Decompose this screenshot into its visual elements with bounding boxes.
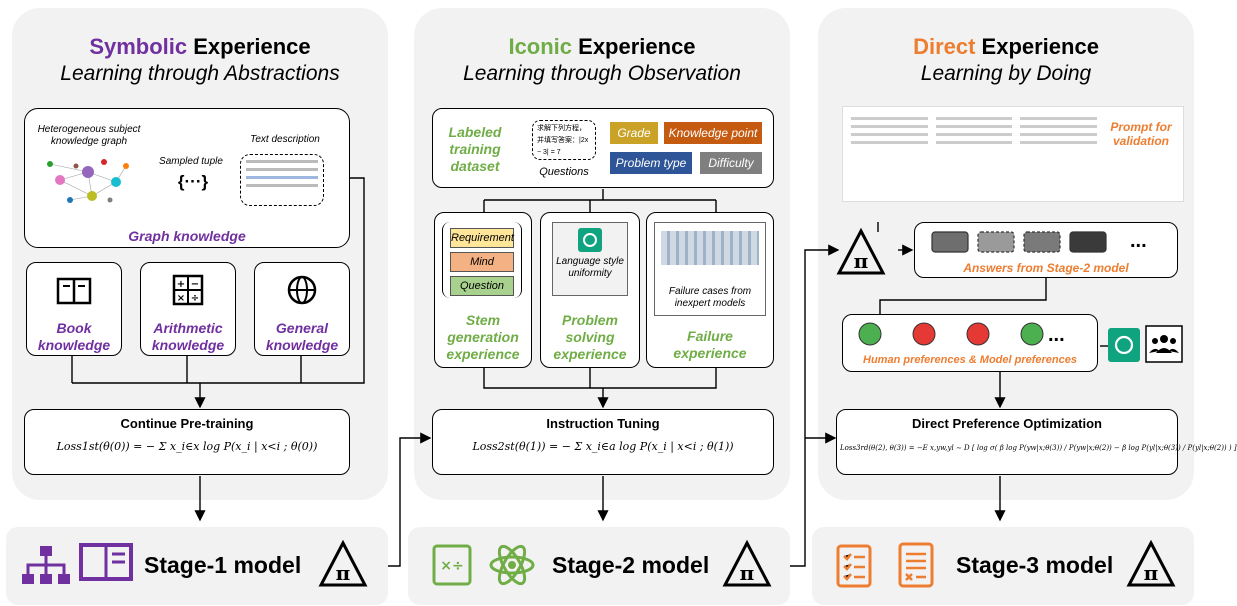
svg-text:π: π xyxy=(854,249,869,273)
labeled-dataset-box xyxy=(432,108,774,188)
direct-title-colored: Direct xyxy=(913,34,976,59)
graph-knowledge-caption: Graph knowledge xyxy=(128,228,246,244)
book-icon xyxy=(56,277,92,305)
labeled-dataset-label: Labeled training dataset xyxy=(448,124,502,174)
atom-icon xyxy=(489,544,535,586)
continue-pretraining-title: Continue Pre-training xyxy=(120,416,254,431)
answer-bubbles-icon xyxy=(931,231,1107,253)
checklist-icon xyxy=(836,544,872,588)
chatgpt-icon xyxy=(578,228,602,252)
stack-mind: Mind xyxy=(450,252,514,272)
dpo-formula: Loss3rd(θ(2), θ(3)) = −E x,yw,yl ∼ D [ l… xyxy=(840,444,1237,452)
svg-text:π: π xyxy=(1144,561,1159,585)
svg-text:π: π xyxy=(740,561,755,585)
direct-title-rest: Experience xyxy=(975,34,1099,59)
failure-cases-text: Failure cases from inexpert models xyxy=(668,286,752,309)
stage1-label: Stage-1 model xyxy=(144,552,302,578)
hetero-graph-label: Heterogeneous subject knowledge graph xyxy=(37,124,141,147)
sampled-tuple-label: Sampled tuple xyxy=(159,156,223,167)
questions-label: Questions xyxy=(539,166,589,178)
chatgpt-icon xyxy=(1108,328,1140,362)
book-knowledge-label: Book knowledge xyxy=(37,320,111,353)
language-style-text: Language style uniformity xyxy=(556,256,624,279)
symbolic-title: Symbolic Experience xyxy=(12,34,388,60)
text-description-label: Text description xyxy=(250,134,320,145)
stack-requirement: Requirement xyxy=(450,228,514,248)
tag-difficulty: Difficulty xyxy=(700,152,762,174)
prompt-document xyxy=(842,106,1184,202)
globe-icon xyxy=(287,275,317,305)
answers-ellipsis: ... xyxy=(1130,230,1147,252)
chatgpt-card-bg xyxy=(552,222,628,296)
answers-label: Answers from Stage-2 model xyxy=(963,261,1129,275)
symbolic-subtitle: Learning through Abstractions xyxy=(60,62,340,85)
svg-text:−: − xyxy=(191,279,199,290)
math-board-icon: ×÷ xyxy=(432,544,472,586)
knowledge-graph-icon xyxy=(47,159,129,203)
pi-logo-icon: π xyxy=(722,539,772,587)
dpo-box xyxy=(836,409,1178,475)
direct-title: Direct Experience xyxy=(818,34,1194,60)
symbolic-title-rest: Experience xyxy=(187,34,311,59)
tuple-braces: {···} xyxy=(177,172,209,191)
instruction-tuning-title: Instruction Tuning xyxy=(546,416,660,431)
failure-cases-figure xyxy=(654,222,766,316)
preference-faces-icon xyxy=(858,322,1044,346)
tag-problem-type: Problem type xyxy=(610,152,692,174)
general-knowledge-label: General knowledge xyxy=(265,320,339,353)
pi-logo-icon: π xyxy=(836,227,886,275)
stack-question: Question xyxy=(450,276,514,296)
direct-subtitle: Learning by Doing xyxy=(920,62,1092,85)
iconic-subtitle: Learning through Observation xyxy=(463,62,741,85)
tag-grade: Grade xyxy=(610,122,658,144)
prompt-validation-label: Prompt for validation xyxy=(1110,120,1172,148)
stage2-label: Stage-2 model xyxy=(552,552,710,578)
failure-experience-label: Failure experience xyxy=(673,328,747,361)
calculator-icon: + − × ÷ xyxy=(172,274,204,306)
instruction-formula: Loss2st(θ(1)) = − Σ x_i∈a log P(x_i | x<… xyxy=(472,440,734,453)
symbolic-title-colored: Symbolic xyxy=(89,34,188,59)
arithmetic-knowledge-label: Arithmetic knowledge xyxy=(151,320,225,353)
people-icon xyxy=(1145,325,1183,363)
svg-text:+: + xyxy=(177,279,185,290)
hierarchy-icon xyxy=(22,546,70,584)
iconic-title: Iconic Experience xyxy=(414,34,790,60)
problem-solving-label: Problem solving experience xyxy=(553,312,627,362)
text-description-bubble xyxy=(240,154,324,206)
pretraining-formula: Loss1st(θ(0)) = − Σ x_i∈x log P(x_i | x<… xyxy=(56,440,318,453)
iconic-title-colored: Iconic xyxy=(508,34,573,59)
purple-book-icon xyxy=(79,543,133,581)
dpo-title: Direct Preference Optimization xyxy=(912,416,1102,431)
preferences-box xyxy=(842,314,1098,372)
svg-text:÷: ÷ xyxy=(191,293,199,304)
stem-generation-label: Stem generation experience xyxy=(446,312,520,362)
stage3-label: Stage-3 model xyxy=(956,552,1114,578)
svg-text:π: π xyxy=(336,561,351,585)
tag-knowledge-point: Knowledge point xyxy=(664,122,762,144)
question-bubble: 求解下列方程，并填写答案：|2x − 3| = 7 xyxy=(532,120,596,160)
iconic-title-rest: Experience xyxy=(572,34,696,59)
instruction-tuning-box xyxy=(432,409,774,475)
stage1-box xyxy=(6,527,388,605)
svg-text:×÷: ×÷ xyxy=(440,558,463,574)
preferences-label: Human preferences & Model preferences xyxy=(863,354,1077,366)
preferences-ellipsis: ... xyxy=(1048,324,1065,346)
book-knowledge-card xyxy=(26,262,122,356)
stem-brace xyxy=(442,222,522,298)
stage3-box xyxy=(812,527,1194,605)
report-icon xyxy=(898,542,934,588)
stage2-box xyxy=(408,527,790,605)
pi-logo-icon: π xyxy=(318,539,368,587)
pi-logo-icon: π xyxy=(1126,539,1176,587)
continue-pretraining-box xyxy=(24,409,350,475)
svg-text:×: × xyxy=(177,293,185,304)
